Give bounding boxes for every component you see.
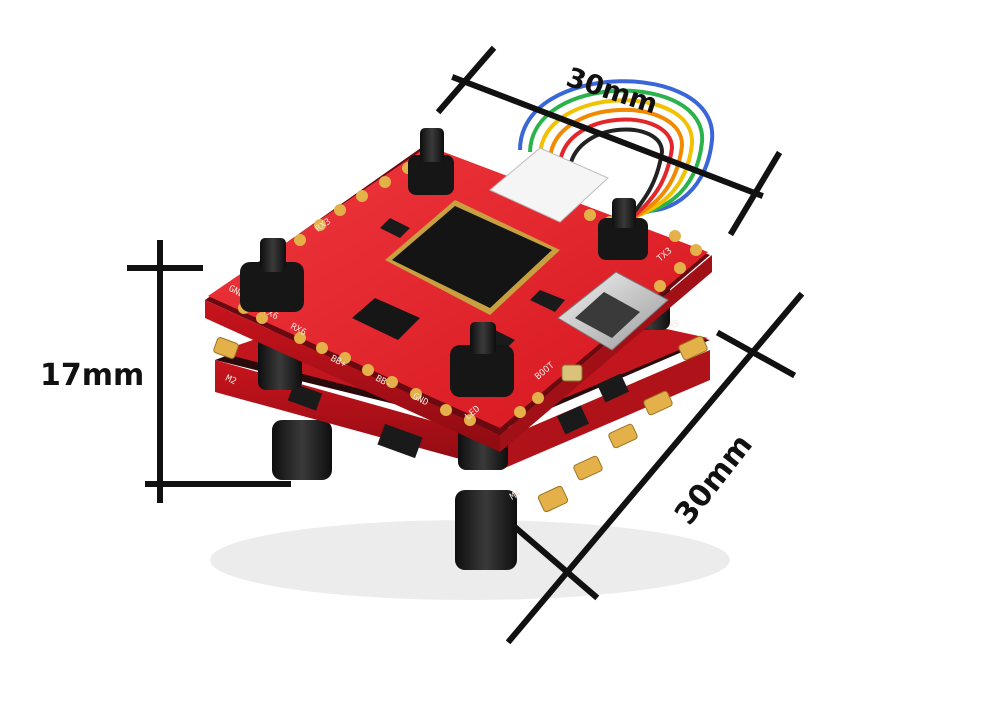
dimension-lines [127,45,805,645]
top-dimension-line [451,74,764,199]
usb-port [557,271,669,351]
connector-wires [518,79,715,232]
lower-standoffs [272,420,517,570]
boot-button [561,364,583,382]
depth-dimension-tick-top [715,329,797,379]
depth-dimension-tick-bottom [511,523,600,601]
m3-label: M3 [667,319,681,333]
m2-label: M2 [224,374,238,388]
top-dimension-tick-left [435,45,497,115]
m4-label: M4 [509,489,523,503]
motor-pads [213,335,708,513]
height-label: 17mm [40,358,145,393]
flight-controller-board: TX6 RX6 GND BB+ BB- GND LED BOOT RX3 TX3 [205,145,712,452]
jst-connector [489,147,609,223]
gyro-chip [352,298,420,340]
mcu-chip [385,200,560,315]
top-standoffs [240,128,648,397]
top-dimension-tick-right [727,150,783,237]
